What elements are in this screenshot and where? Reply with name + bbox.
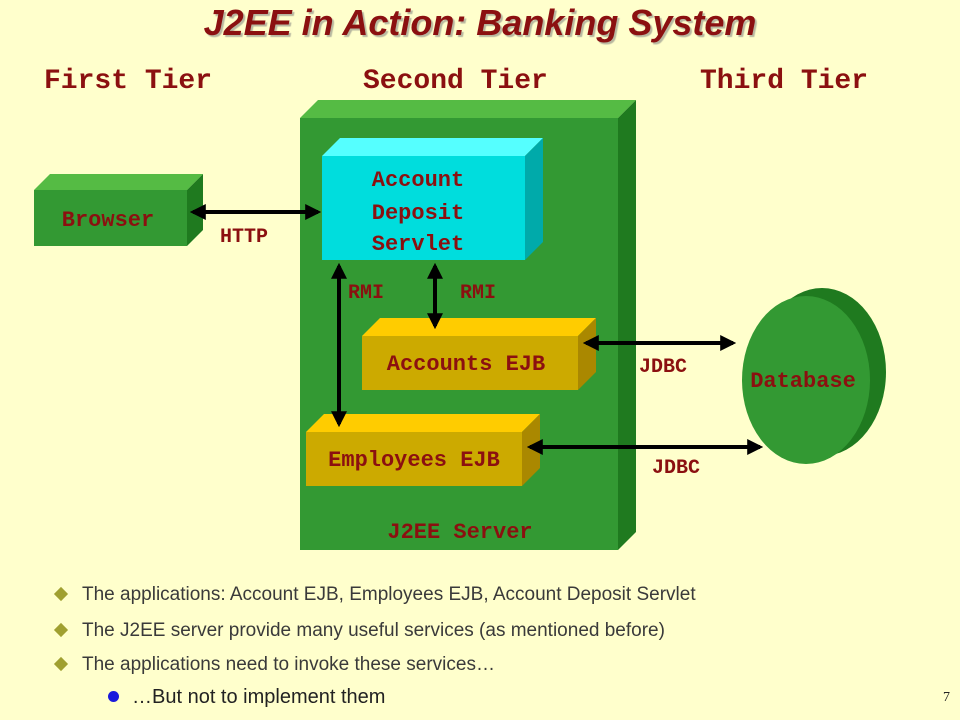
servlet-label-line1: Account <box>372 168 464 193</box>
third-tier-label: Third Tier <box>700 66 869 97</box>
second-tier-label: Second Tier <box>363 66 548 97</box>
bullet-item: The J2EE server provide many useful serv… <box>53 620 665 642</box>
bullet-item: The applications: Account EJB, Employees… <box>53 584 696 606</box>
dot-bullet-icon <box>108 691 119 702</box>
diamond-bullet-icon <box>53 586 69 602</box>
http-label: HTTP <box>220 226 268 249</box>
bullet-text: The applications: Account EJB, Employees… <box>82 584 696 605</box>
sub-bullet-item: …But not to implement them <box>108 686 385 709</box>
jdbc-bottom-label: JDBC <box>652 457 700 480</box>
first-tier-label: First Tier <box>44 66 213 97</box>
employees-ejb-box <box>306 414 540 486</box>
bullet-item: The applications need to invoke these se… <box>53 654 495 676</box>
rmi-left-label: RMI <box>348 282 384 305</box>
servlet-box <box>322 138 543 260</box>
browser-label: Browser <box>62 208 154 233</box>
sub-bullet-text: …But not to implement them <box>132 686 386 708</box>
j2ee-server-label: J2EE Server <box>387 520 532 545</box>
diamond-bullet-icon <box>53 656 69 672</box>
servlet-label-line2: Deposit <box>372 201 464 226</box>
bullet-text: The J2EE server provide many useful serv… <box>82 620 665 641</box>
servlet-label-line3: Servlet <box>372 232 464 257</box>
rmi-right-label: RMI <box>460 282 496 305</box>
accounts-ejb-label: Accounts EJB <box>387 352 545 377</box>
database-label: Database <box>750 369 856 394</box>
bullet-text: The applications need to invoke these se… <box>82 654 495 675</box>
employees-ejb-label: Employees EJB <box>328 448 500 473</box>
page-number: 7 <box>943 690 950 705</box>
database-cylinder <box>742 288 886 464</box>
slide-title: J2EE in Action: Banking System <box>203 2 757 43</box>
diamond-bullet-icon <box>53 622 69 638</box>
jdbc-top-label: JDBC <box>639 356 687 379</box>
